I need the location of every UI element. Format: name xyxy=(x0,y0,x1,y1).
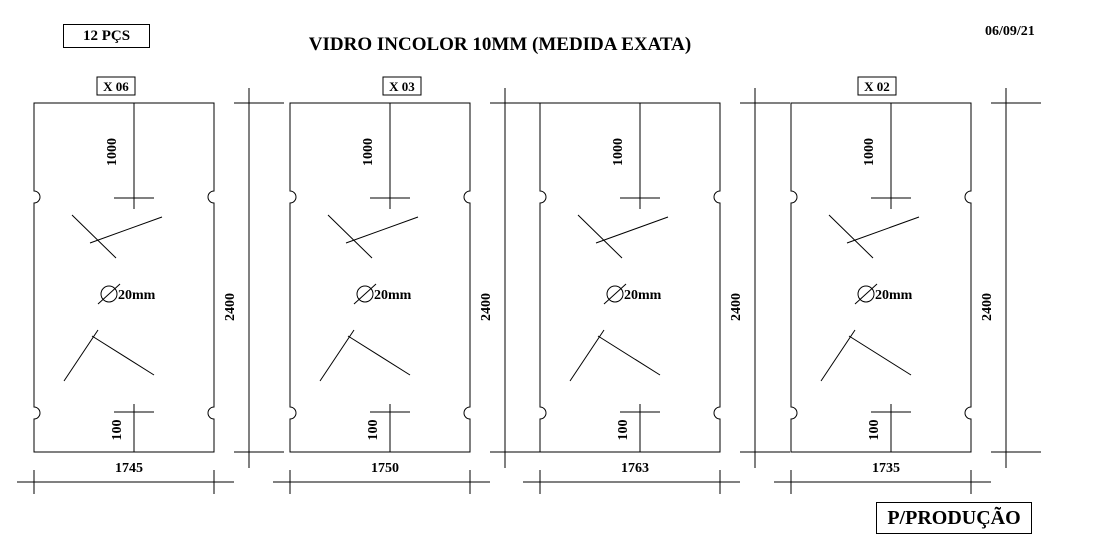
hole-diameter-value: 20mm xyxy=(875,288,913,303)
top-dimension-value: 1000 xyxy=(361,138,376,166)
opening-mark xyxy=(327,214,373,259)
panel-tag-box xyxy=(857,76,897,96)
diameter-slash xyxy=(353,283,377,305)
opening-mark xyxy=(89,216,163,244)
diameter-symbol xyxy=(857,285,875,303)
drawing-title: VIDRO INCOLOR 10MM (MEDIDA EXATA) xyxy=(308,34,692,55)
diameter-symbol xyxy=(606,285,624,303)
diameter-slash xyxy=(97,283,121,305)
height-dimension-value: 2400 xyxy=(479,293,494,321)
top-dimension-value: 1000 xyxy=(105,138,120,166)
panel-outline xyxy=(289,102,471,453)
width-dimension-value: 1745 xyxy=(115,461,143,476)
hole-diameter-value: 20mm xyxy=(624,288,662,303)
glass-panel-2: X 03 1000 100 20mm 2400 1750 xyxy=(273,76,540,494)
diameter-slash xyxy=(854,283,878,305)
diameter-slash xyxy=(603,283,627,305)
opening-mark xyxy=(597,335,661,376)
diameter-symbol xyxy=(356,285,374,303)
width-dimension-value: 1750 xyxy=(371,461,399,476)
panel-tag: X 02 xyxy=(864,79,890,94)
panel-outline xyxy=(33,102,215,453)
opening-mark xyxy=(848,335,912,376)
panel-outline xyxy=(790,102,972,453)
opening-mark xyxy=(319,329,355,382)
glass-panel-1: X 06 1000 100 20mm 2400 1745 xyxy=(17,76,284,494)
quantity-label: 12 PÇS xyxy=(63,24,150,48)
opening-mark xyxy=(595,216,669,244)
height-dimension-value: 2400 xyxy=(729,293,744,321)
glass-panel-3: 1000 100 20mm 2400 1763 xyxy=(523,88,790,494)
opening-mark xyxy=(345,216,419,244)
opening-mark xyxy=(91,335,155,376)
height-dimension-value: 2400 xyxy=(223,293,238,321)
opening-mark xyxy=(846,216,920,244)
opening-mark xyxy=(347,335,411,376)
panel-tag: X 06 xyxy=(103,79,129,94)
opening-mark xyxy=(71,214,117,259)
bottom-dimension-value: 100 xyxy=(867,420,882,441)
production-label: P/PRODUÇÃO xyxy=(876,502,1032,534)
width-dimension-value: 1763 xyxy=(621,461,649,476)
opening-mark xyxy=(577,214,623,259)
hole-diameter-value: 20mm xyxy=(118,288,156,303)
bottom-dimension-value: 100 xyxy=(366,420,381,441)
top-dimension-value: 1000 xyxy=(862,138,877,166)
panel-tag-box xyxy=(382,76,422,96)
panel-outline xyxy=(539,102,721,453)
panel-tag-box xyxy=(96,76,136,96)
opening-mark xyxy=(569,329,605,382)
drawing-date: 06/09/21 xyxy=(985,24,1035,39)
diameter-symbol xyxy=(100,285,118,303)
bottom-dimension-value: 100 xyxy=(616,420,631,441)
width-dimension-value: 1735 xyxy=(872,461,900,476)
opening-mark xyxy=(63,329,99,382)
height-dimension-value: 2400 xyxy=(980,293,995,321)
bottom-dimension-value: 100 xyxy=(110,420,125,441)
panel-tag: X 03 xyxy=(389,79,415,94)
glass-panel-4: X 02 1000 100 20mm 2400 1735 xyxy=(774,76,1041,494)
top-dimension-value: 1000 xyxy=(611,138,626,166)
opening-mark xyxy=(828,214,874,259)
opening-mark xyxy=(820,329,856,382)
hole-diameter-value: 20mm xyxy=(374,288,412,303)
